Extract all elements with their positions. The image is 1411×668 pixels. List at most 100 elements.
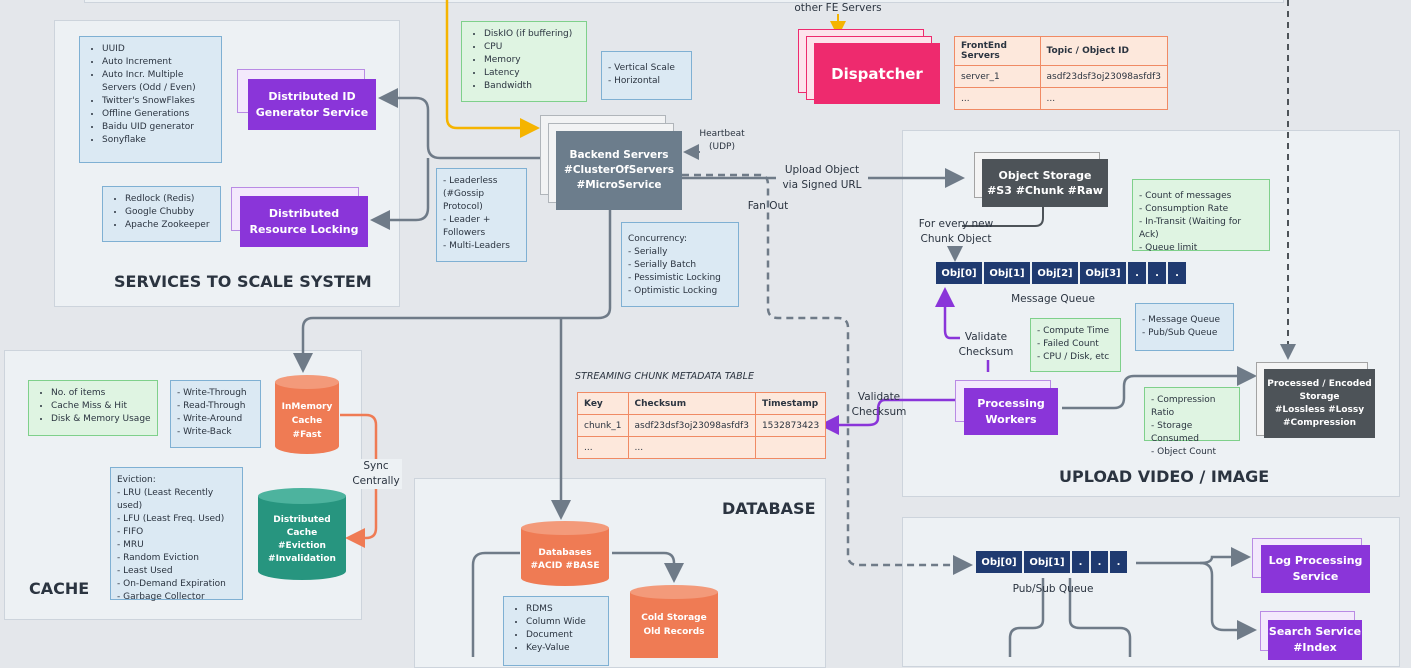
table-row: ... ...: [954, 87, 1169, 110]
id-option: Sonyflake: [102, 134, 215, 147]
scale-item: - Vertical Scale: [608, 63, 675, 73]
concurrency-item: - Optimistic Locking: [628, 286, 718, 296]
validate-metadata-label: Validate Checksum: [851, 391, 907, 418]
queue-item: .: [1110, 551, 1127, 573]
table-cell: asdf23dsf3oj23098asfdf3: [1039, 65, 1169, 88]
services-title: SERVICES TO SCALE SYSTEM: [114, 272, 372, 291]
eviction-item: - MRU: [117, 540, 144, 550]
write-item: - Write-Around: [177, 414, 243, 424]
backend-to-id-arrow: [378, 88, 556, 160]
validate-top-label: Validate Checksum: [958, 331, 1014, 358]
cache-title: CACHE: [29, 579, 90, 598]
dispatcher-box: Dispatcher: [814, 43, 940, 104]
cylinder-text: Old Records: [643, 627, 704, 637]
id-option: Auto Increment: [102, 56, 215, 69]
eviction-item: - Random Eviction: [117, 553, 199, 563]
worker-metric: - Failed Count: [1037, 339, 1099, 349]
cold-storage-cylinder: Cold Storage Old Records: [630, 585, 718, 658]
queue-item: .: [1168, 262, 1186, 284]
table-header: Timestamp: [754, 392, 827, 415]
queue-type: - Pub/Sub Queue: [1142, 328, 1218, 338]
eviction-notes: Eviction: - LRU (Least Recently used) - …: [110, 467, 243, 602]
processed-metric: - Object Count: [1151, 447, 1217, 457]
id-option: Baidu UID generator: [102, 121, 215, 134]
queue-metric: - In-Transit (Waiting for Ack): [1139, 217, 1242, 240]
eviction-item: - FIFO: [117, 527, 144, 537]
lock-option: Redlock (Redis): [125, 193, 214, 206]
concurrency-item: - Pessimistic Locking: [628, 273, 721, 283]
concurrency-item: - Serially Batch: [628, 260, 697, 270]
every-chunk-label: For every new Chunk Object: [918, 218, 994, 245]
cylinder-text: Cold Storage: [641, 613, 706, 623]
queue-item: Obj[3]: [1080, 262, 1126, 284]
db-type: RDMS: [526, 603, 602, 616]
database-title: DATABASE: [722, 499, 816, 518]
table-cell: asdf23dsf3oj23098asfdf3: [627, 414, 756, 437]
search-service-box: Search Service #Index: [1268, 620, 1362, 660]
inmemory-cache-cylinder: InMemory Cache #Fast: [275, 375, 339, 454]
cylinder-text: #Fast: [293, 430, 323, 440]
cache-metrics-note: No. of items Cache Miss & Hit Disk & Mem…: [28, 380, 158, 436]
cache-metric: No. of items: [51, 387, 151, 400]
eviction-item: - On-Demand Expiration: [117, 579, 226, 589]
lock-notes: Redlock (Redis) Google Chubby Apache Zoo…: [102, 186, 221, 242]
queue-item: .: [1091, 551, 1108, 573]
cylinder-text: #Eviction: [278, 541, 326, 551]
queue-metric: - Consumption Rate: [1139, 204, 1229, 214]
concurrency-item: - Serially: [628, 247, 668, 257]
message-queue-label: Message Queue: [1011, 293, 1095, 305]
table-header: Checksum: [627, 392, 756, 415]
scale-item: - Horizontal: [608, 76, 661, 86]
concurrency-item: Concurrency:: [628, 234, 688, 244]
metric-item: DiskIO (if buffering): [484, 28, 580, 41]
table-header: FrontEnd Servers: [954, 36, 1041, 66]
leader-item: - Multi-Leaders: [443, 241, 510, 251]
table-cell: ...: [577, 436, 629, 459]
fanout-label: Fan Out: [747, 200, 789, 212]
write-item: - Write-Back: [177, 427, 232, 437]
queue-metrics-note: - Count of messages - Consumption Rate -…: [1132, 179, 1270, 253]
table-row: chunk_1 asdf23dsf3oj23098asfdf3 15328734…: [577, 414, 827, 437]
processed-metrics-note: - Compression Ratio - Storage Consumed -…: [1144, 387, 1240, 457]
eviction-item: - LFU (Least Freq. Used): [117, 514, 225, 524]
eviction-item: - Least Used: [117, 566, 173, 576]
cylinder-text: Databases: [538, 548, 591, 558]
processing-workers-box: Processing Workers: [964, 388, 1058, 435]
cylinder-text: Cache: [287, 528, 318, 538]
metric-item: Memory: [484, 54, 580, 67]
leader-item: - Leaderless: [443, 176, 498, 186]
processed-metric: - Compression Ratio: [1151, 395, 1216, 418]
leader-item: Protocol): [443, 202, 483, 212]
id-notes: UUID Auto Increment Auto Incr. Multiple …: [79, 36, 222, 163]
eviction-item: Eviction:: [117, 475, 156, 485]
message-queue: Obj[0] Obj[1] Obj[2] Obj[3] . . .: [936, 262, 1186, 284]
databases-cylinder: Databases #ACID #BASE: [521, 521, 609, 586]
table-header: Key: [577, 392, 629, 415]
leader-notes: - Leaderless (#Gossip Protocol) - Leader…: [436, 168, 527, 262]
pubsub-queue: Obj[0] Obj[1] . . .: [976, 551, 1127, 573]
leader-item: - Leader +: [443, 215, 491, 225]
table-cell: 1532873423: [754, 414, 827, 437]
concurrency-notes: Concurrency: - Serially - Serially Batch…: [621, 222, 739, 307]
table-cell: ...: [1039, 87, 1169, 110]
leader-item: Followers: [443, 228, 486, 238]
queue-item: Obj[2]: [1032, 262, 1078, 284]
queue-item: Obj[0]: [976, 551, 1022, 573]
write-notes: - Write-Through - Read-Through - Write-A…: [170, 380, 261, 448]
cylinder-text: #Invalidation: [268, 554, 336, 564]
metric-item: Bandwidth: [484, 80, 580, 93]
db-type: Column Wide: [526, 616, 602, 629]
distributed-cache-cylinder: Distributed Cache #Eviction #Invalidatio…: [258, 488, 346, 580]
processed-storage-box: Processed / Encoded Storage #Lossless #L…: [1264, 369, 1375, 438]
worker-metrics-note: - Compute Time - Failed Count - CPU / Di…: [1030, 318, 1121, 372]
table-cell: ...: [954, 87, 1041, 110]
write-item: - Read-Through: [177, 401, 246, 411]
sync-label: Sync Centrally: [350, 459, 402, 489]
upload-title: UPLOAD VIDEO / IMAGE: [1059, 467, 1270, 486]
table-cell: server_1: [954, 65, 1041, 88]
pubsub-label: Pub/Sub Queue: [1012, 583, 1094, 595]
object-storage-box: Object Storage #S3 #Chunk #Raw: [982, 159, 1108, 207]
cylinder-text: InMemory: [282, 402, 333, 412]
id-generator-box: Distributed ID Generator Service: [248, 79, 376, 130]
lock-option: Apache Zookeeper: [125, 219, 214, 232]
